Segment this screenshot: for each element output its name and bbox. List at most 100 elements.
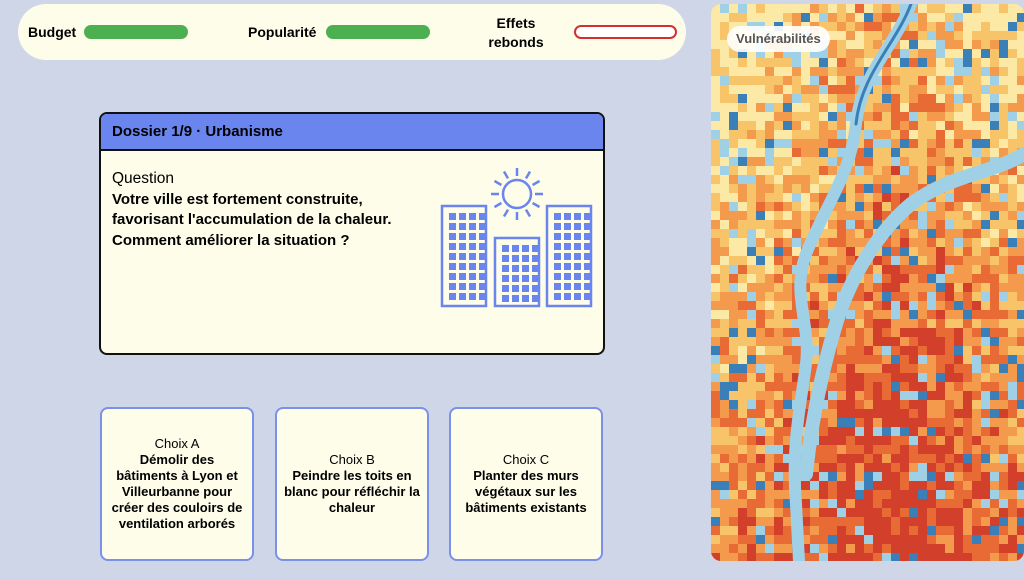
map-cell (891, 193, 900, 202)
map-cell (720, 184, 729, 193)
map-cell (963, 382, 972, 391)
map-cell (981, 121, 990, 130)
map-cell (846, 301, 855, 310)
map-cell (720, 85, 729, 94)
map-cell (756, 130, 765, 139)
map-cell (918, 256, 927, 265)
map-cell (882, 517, 891, 526)
map-cell (999, 364, 1008, 373)
map-cell (792, 112, 801, 121)
building-window (502, 285, 509, 292)
map-cell (819, 427, 828, 436)
map-cell (711, 490, 720, 499)
map-cell (972, 373, 981, 382)
map-cell (855, 220, 864, 229)
map-cell (873, 130, 882, 139)
map-cell (738, 13, 747, 22)
map-cell (819, 445, 828, 454)
map-cell (963, 373, 972, 382)
map-cell (891, 112, 900, 121)
map-cell (990, 436, 999, 445)
map-cell (972, 499, 981, 508)
map-cell (990, 238, 999, 247)
map-cell (1008, 40, 1017, 49)
map-cell (990, 148, 999, 157)
map-cell (738, 283, 747, 292)
map-cell (801, 544, 810, 553)
map-cell (801, 499, 810, 508)
map-cell (738, 274, 747, 283)
choice-c-button[interactable]: Choix C Planter des murs végétaux sur le… (449, 407, 603, 561)
map-cell (801, 508, 810, 517)
map-cell (900, 391, 909, 400)
map-cell (954, 319, 963, 328)
map-cell (873, 112, 882, 121)
map-cell (819, 553, 828, 561)
choice-a-button[interactable]: Choix A Démolir des bâtiments à Lyon et … (100, 407, 254, 561)
map-cell (954, 103, 963, 112)
map-cell (954, 355, 963, 364)
map-cell (981, 283, 990, 292)
map-cell (918, 274, 927, 283)
map-cell (900, 175, 909, 184)
map-cell (738, 148, 747, 157)
map-cell (972, 274, 981, 283)
map-cell (1008, 49, 1017, 58)
choice-b-button[interactable]: Choix B Peindre les toits en blanc pour … (275, 407, 429, 561)
map-cell (900, 193, 909, 202)
map-cell (1017, 4, 1024, 13)
map-cell (981, 256, 990, 265)
map-cell (747, 139, 756, 148)
map-cell (828, 526, 837, 535)
map-cell (990, 40, 999, 49)
map-cell (972, 481, 981, 490)
map-cell (909, 103, 918, 112)
map-cell (918, 139, 927, 148)
map-cell (918, 58, 927, 67)
map-cell (828, 283, 837, 292)
map-cell (981, 400, 990, 409)
map-cell (918, 544, 927, 553)
map-cell (891, 409, 900, 418)
map-cell (810, 265, 819, 274)
map-cell (765, 463, 774, 472)
map-cell (873, 445, 882, 454)
building-window (449, 253, 456, 260)
map-cell (738, 139, 747, 148)
map-cell (720, 301, 729, 310)
vulnerability-map[interactable] (711, 4, 1024, 561)
building-window (584, 283, 591, 290)
map-cell (882, 256, 891, 265)
map-cell (900, 535, 909, 544)
map-cell (729, 58, 738, 67)
map-cell (1017, 553, 1024, 561)
map-cell (954, 157, 963, 166)
map-cell (954, 220, 963, 229)
map-cell (711, 13, 720, 22)
map-cell (855, 526, 864, 535)
map-cell (936, 112, 945, 121)
map-cell (801, 166, 810, 175)
map-cell (1008, 400, 1017, 409)
map-cell (774, 4, 783, 13)
map-cell (810, 193, 819, 202)
map-cell (945, 490, 954, 499)
vulnerability-badge[interactable]: Vulnérabilités (727, 26, 830, 52)
map-cell (747, 400, 756, 409)
map-cell (936, 130, 945, 139)
map-cell (747, 193, 756, 202)
map-cell (873, 328, 882, 337)
map-cell (765, 202, 774, 211)
map-cell (801, 112, 810, 121)
map-cell (801, 490, 810, 499)
map-cell (900, 166, 909, 175)
map-cell (846, 310, 855, 319)
map-cell (810, 319, 819, 328)
map-cell (990, 526, 999, 535)
map-cell (747, 58, 756, 67)
map-cell (900, 418, 909, 427)
map-cell (837, 103, 846, 112)
map-cell (747, 202, 756, 211)
choice-c-letter: Choix C (502, 452, 550, 467)
map-cell (864, 319, 873, 328)
